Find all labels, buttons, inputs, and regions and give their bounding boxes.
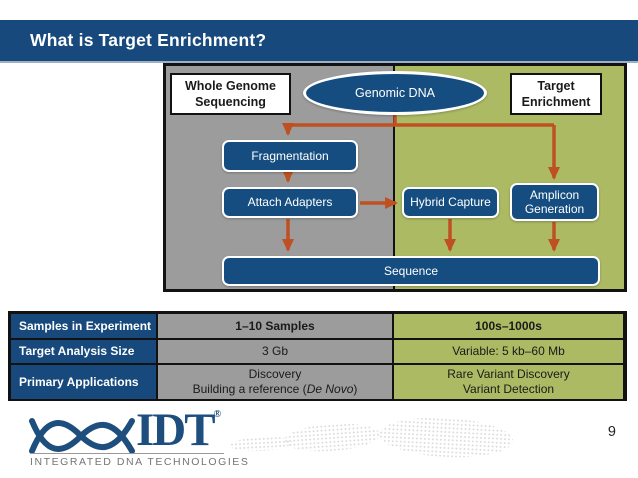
idt-wordmark-text: IDT xyxy=(136,404,216,456)
amplicon-label-line2: Generation xyxy=(524,202,585,216)
wgs-line2-italic: De Novo xyxy=(306,382,354,396)
logo-divider-rule xyxy=(30,453,224,454)
cell-wgs-samples: 1–10 Samples xyxy=(158,314,392,338)
wgs-line2-prefix: Building a reference ( xyxy=(192,382,307,396)
workflow-diagram: Whole Genome Sequencing Target Enrichmen… xyxy=(163,63,627,292)
wgs-line2-suffix: ) xyxy=(353,382,358,396)
row-label-applications: Primary Applications xyxy=(11,365,156,399)
wgs-label-line2: Sequencing xyxy=(195,95,266,109)
hybrid-capture-label: Hybrid Capture xyxy=(410,195,491,210)
panel-divider xyxy=(393,66,395,289)
amplicon-label-line1: Amplicon xyxy=(529,187,580,202)
sequence-label: Sequence xyxy=(383,263,439,278)
cell-te-samples: 100s–1000s xyxy=(394,314,623,338)
genomic-dna-label: Genomic DNA xyxy=(355,86,435,100)
logo-subtext: INTEGRATED DNA TECHNOLOGIES xyxy=(30,456,250,468)
slide-title-bar: What is Target Enrichment? xyxy=(0,20,638,63)
wgs-applications-line1: Discovery xyxy=(248,367,302,381)
flow-arrows xyxy=(282,113,560,252)
wgs-label-line1: Whole Genome xyxy=(185,78,276,93)
comparison-table: Samples in Experiment 1–10 Samples 100s–… xyxy=(8,311,627,401)
wgs-applications-line2: Building a reference (De Novo) xyxy=(193,382,358,397)
idt-wordmark: IDT® xyxy=(136,403,221,457)
te-applications-line2: Variant Detection xyxy=(462,382,555,396)
te-label-line2: Enrichment xyxy=(521,95,591,109)
sequence-node: Sequence xyxy=(222,256,600,286)
page-title: What is Target Enrichment? xyxy=(30,30,267,50)
attach-adapters-label: Attach Adapters xyxy=(247,195,333,210)
halftone-wave-decoration xyxy=(283,420,381,455)
wgs-panel-label: Whole Genome Sequencing xyxy=(170,73,291,115)
fragmentation-label: Fragmentation xyxy=(251,148,329,163)
halftone-wave-decoration xyxy=(378,414,514,461)
cell-wgs-target-size: 3 Gb xyxy=(158,340,392,363)
row-label-target-size: Target Analysis Size xyxy=(11,340,156,363)
target-enrichment-panel-label: Target Enrichment xyxy=(510,73,602,115)
attach-adapters-node: Attach Adapters xyxy=(222,187,358,218)
hybrid-capture-node: Hybrid Capture xyxy=(402,187,499,218)
idt-logo: IDT® INTEGRATED DNA TECHNOLOGIES xyxy=(28,404,250,472)
cell-te-applications: Rare Variant Discovery Variant Detection xyxy=(394,365,623,399)
fragmentation-node: Fragmentation xyxy=(222,140,358,172)
genomic-dna-node: Genomic DNA xyxy=(303,71,487,115)
page-number: 9 xyxy=(607,424,616,440)
registered-mark: ® xyxy=(213,409,222,420)
te-applications-line1: Rare Variant Discovery xyxy=(447,367,570,381)
amplicon-generation-node: Amplicon Generation xyxy=(510,183,599,221)
row-label-samples: Samples in Experiment xyxy=(11,314,156,338)
cell-wgs-applications: Discovery Building a reference (De Novo) xyxy=(158,365,392,399)
dna-helix-icon xyxy=(29,418,135,454)
te-label-line1: Target xyxy=(537,78,575,93)
cell-te-target-size: Variable: 5 kb–60 Mb xyxy=(394,340,623,363)
